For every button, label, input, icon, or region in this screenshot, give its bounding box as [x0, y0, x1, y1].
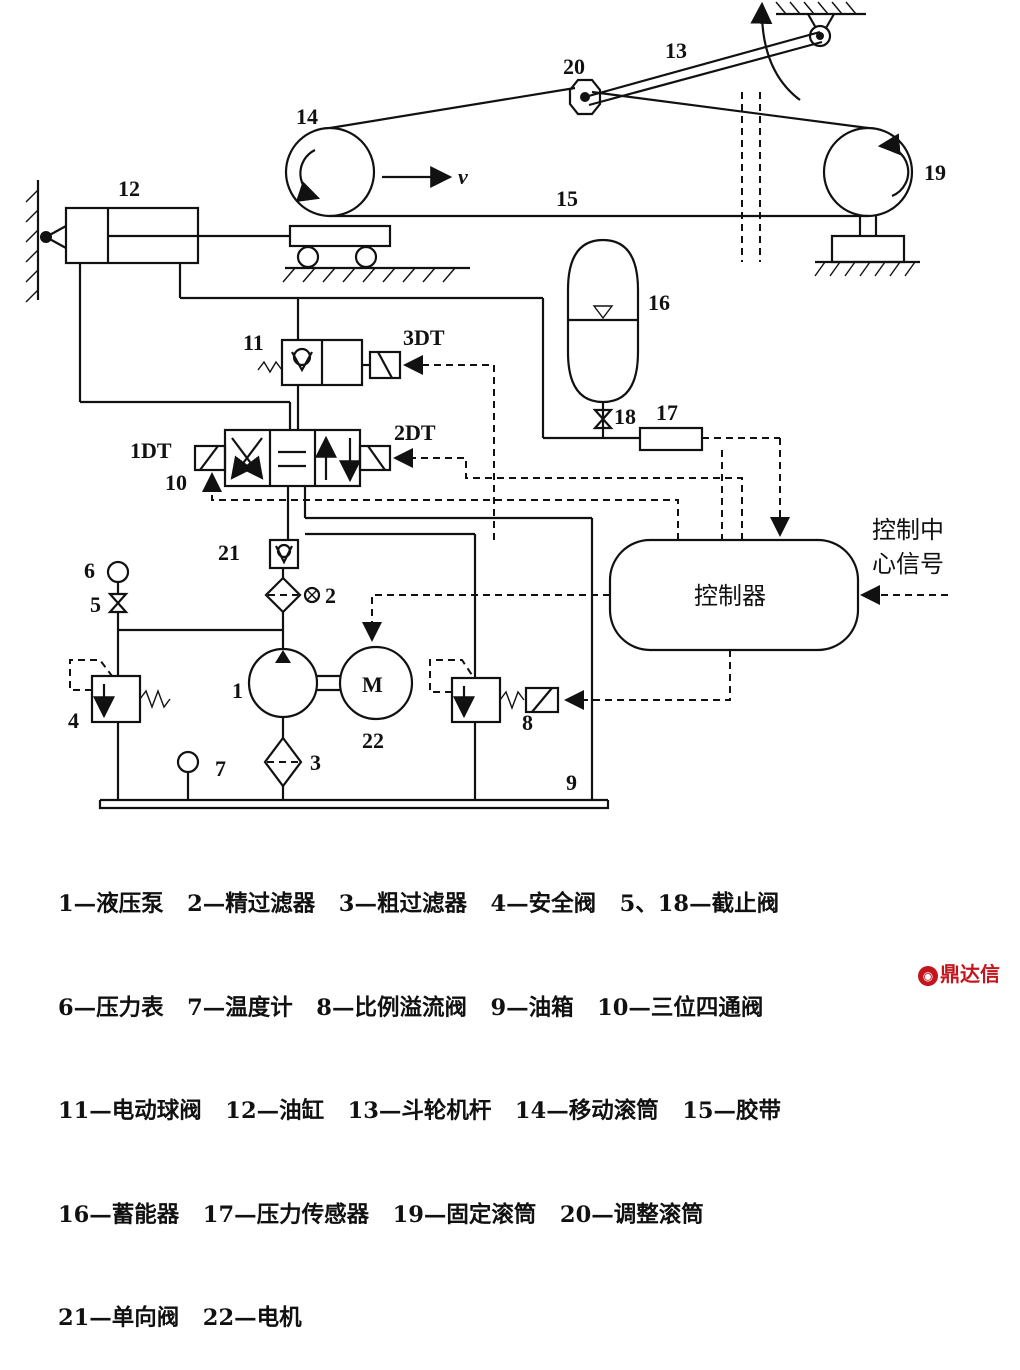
left-wall: [25, 180, 67, 303]
legend-line: 1—液压泵 2—精过滤器 3—粗过滤器 4—安全阀 5、18—截止阀: [58, 891, 780, 917]
belt: [329, 86, 869, 262]
legend: 1—液压泵 2—精过滤器 3—粗过滤器 4—安全阀 5、18—截止阀 6—压力表…: [58, 818, 1018, 1370]
label-8: 8: [522, 710, 533, 735]
pressure-gauge: [106, 560, 130, 614]
coarse-filter: [263, 736, 303, 788]
controller-label: 控制器: [694, 582, 766, 610]
hydraulic-system-diagram: 1 2 3 4 5 6 7 8 9 10 11 12 13 14 15 16 1…: [25, 1, 948, 810]
pressure-lines: [78, 263, 640, 800]
watermark-text: 鼎达信: [940, 962, 1000, 986]
legend-line: 6—压力表 7—温度计 8—比例溢流阀 9—油箱 10—三位四通阀: [58, 994, 764, 1021]
label-21: 21: [218, 540, 240, 565]
label-22: 22: [362, 728, 384, 753]
thermometer: [176, 750, 200, 774]
label-7: 7: [215, 756, 226, 781]
electric-ball-valve: [257, 338, 402, 387]
control-signal-lines: [202, 355, 948, 710]
legend-line: 11—电动球阀 12—油缸 13—斗轮机杆 14—移动滚筒 15—胶带: [58, 1098, 782, 1124]
legend-line: 16—蓄能器 17—压力传感器 19—固定滚筒 20—调整滚筒: [58, 1201, 704, 1228]
oil-cylinder: [64, 206, 290, 265]
signal-label-line2: 心信号: [872, 550, 944, 578]
fixed-drum: [814, 126, 920, 277]
label-1: 1: [232, 678, 243, 703]
label-4: 4: [68, 708, 79, 733]
logo-icon: ◉: [918, 965, 938, 986]
hydraulic-pump: [247, 645, 414, 721]
label-15: 15: [556, 186, 578, 211]
label-19: 19: [924, 160, 946, 185]
safety-valve: [69, 659, 171, 724]
moving-drum: [282, 126, 470, 283]
directional-valve: [193, 428, 392, 488]
fine-filter: [264, 576, 321, 614]
label-12: 12: [118, 176, 140, 201]
label-13: 13: [665, 38, 687, 63]
label-11: 11: [243, 330, 264, 355]
label-18: 18: [614, 404, 636, 429]
label-10: 10: [165, 470, 187, 495]
label-3: 3: [310, 750, 321, 775]
label-17: 17: [656, 400, 678, 425]
label-6: 6: [84, 558, 95, 583]
accumulator: [566, 238, 704, 452]
watermark: ◉鼎达信: [918, 958, 1000, 987]
bucket-wheel-rod: [568, 1, 866, 116]
label-20: 20: [563, 54, 585, 79]
label-16: 16: [648, 290, 670, 315]
check-valve: [268, 538, 300, 570]
label-5: 5: [90, 592, 101, 617]
velocity-label: v: [458, 164, 468, 189]
label-2dt: 2DT: [394, 420, 436, 445]
legend-line: 21—单向阀 22—电机: [58, 1305, 302, 1331]
label-1dt: 1DT: [130, 438, 172, 463]
label-9: 9: [566, 770, 577, 795]
motor-label: M: [362, 672, 383, 697]
label-14: 14: [296, 104, 318, 129]
label-2: 2: [325, 583, 336, 608]
proportional-relief-valve: [429, 659, 560, 724]
signal-label-line1: 控制中: [872, 516, 944, 544]
oil-tank: [98, 798, 610, 810]
label-3dt: 3DT: [403, 325, 445, 350]
